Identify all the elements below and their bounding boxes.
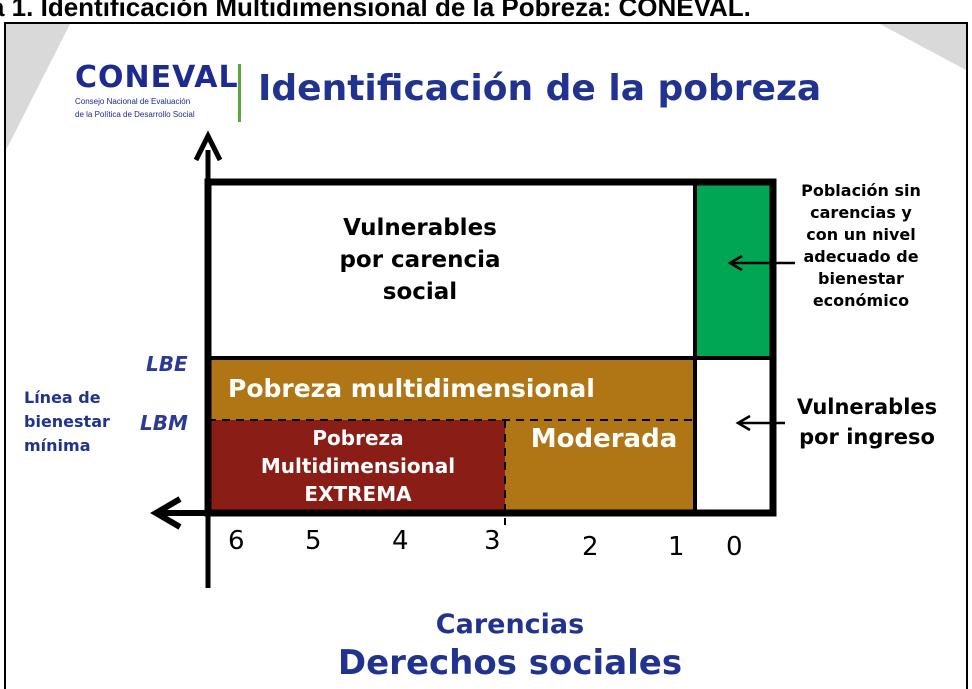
logo-subtitle-1: Consejo Nacional de Evaluación — [75, 97, 191, 106]
lbm-marker: LBM — [140, 411, 188, 435]
logo-wordmark: CONEVAL — [75, 60, 239, 95]
corner-decoration-left — [6, 24, 70, 150]
figure-caption: a 1. Identificación Multidimensional de … — [0, 0, 751, 22]
x-tick-5: 5 — [305, 526, 322, 556]
sin-carencias-label: Población sin carencias y con un nivel a… — [801, 181, 921, 310]
vulnerables-ingreso-label: Vulnerables por ingreso — [796, 395, 938, 449]
x-axis-arrowhead — [150, 496, 182, 530]
x-tick-2: 2 — [582, 532, 599, 562]
pobreza-extrema-region — [208, 420, 505, 511]
moderada-label: Moderada — [530, 424, 678, 454]
corner-decoration-right — [880, 24, 966, 70]
slide-title: Identificación de la pobreza — [258, 68, 822, 109]
x-axis-title-derechos: Derechos sociales — [337, 643, 683, 683]
x-axis-title-carencias: Carencias — [435, 609, 585, 640]
x-tick-3: 3 — [484, 526, 501, 556]
x-tick-6: 6 — [228, 526, 245, 556]
linea-bienestar-minima-label: Línea de bienestar mínima — [24, 388, 110, 455]
x-tick-0: 0 — [726, 532, 743, 562]
coneval-logo: CONEVAL Consejo Nacional de Evaluación d… — [75, 60, 239, 120]
x-tick-1: 1 — [668, 532, 685, 562]
y-axis-arrowhead — [193, 130, 223, 162]
pobreza-multidimensional-label: Pobreza multidimensional — [228, 374, 595, 403]
logo-subtitle-2: de la Política de Desarrollo Social — [75, 110, 195, 119]
sin-carencias-region — [695, 182, 773, 358]
logo-separator — [238, 64, 241, 122]
x-tick-4: 4 — [392, 526, 409, 556]
vulnerables-carencia-label: Vulnerables por carencia social — [339, 215, 501, 305]
pobreza-extrema-label: Pobreza Multidimensional EXTREMA — [260, 426, 456, 506]
lbe-marker: LBE — [146, 352, 188, 376]
